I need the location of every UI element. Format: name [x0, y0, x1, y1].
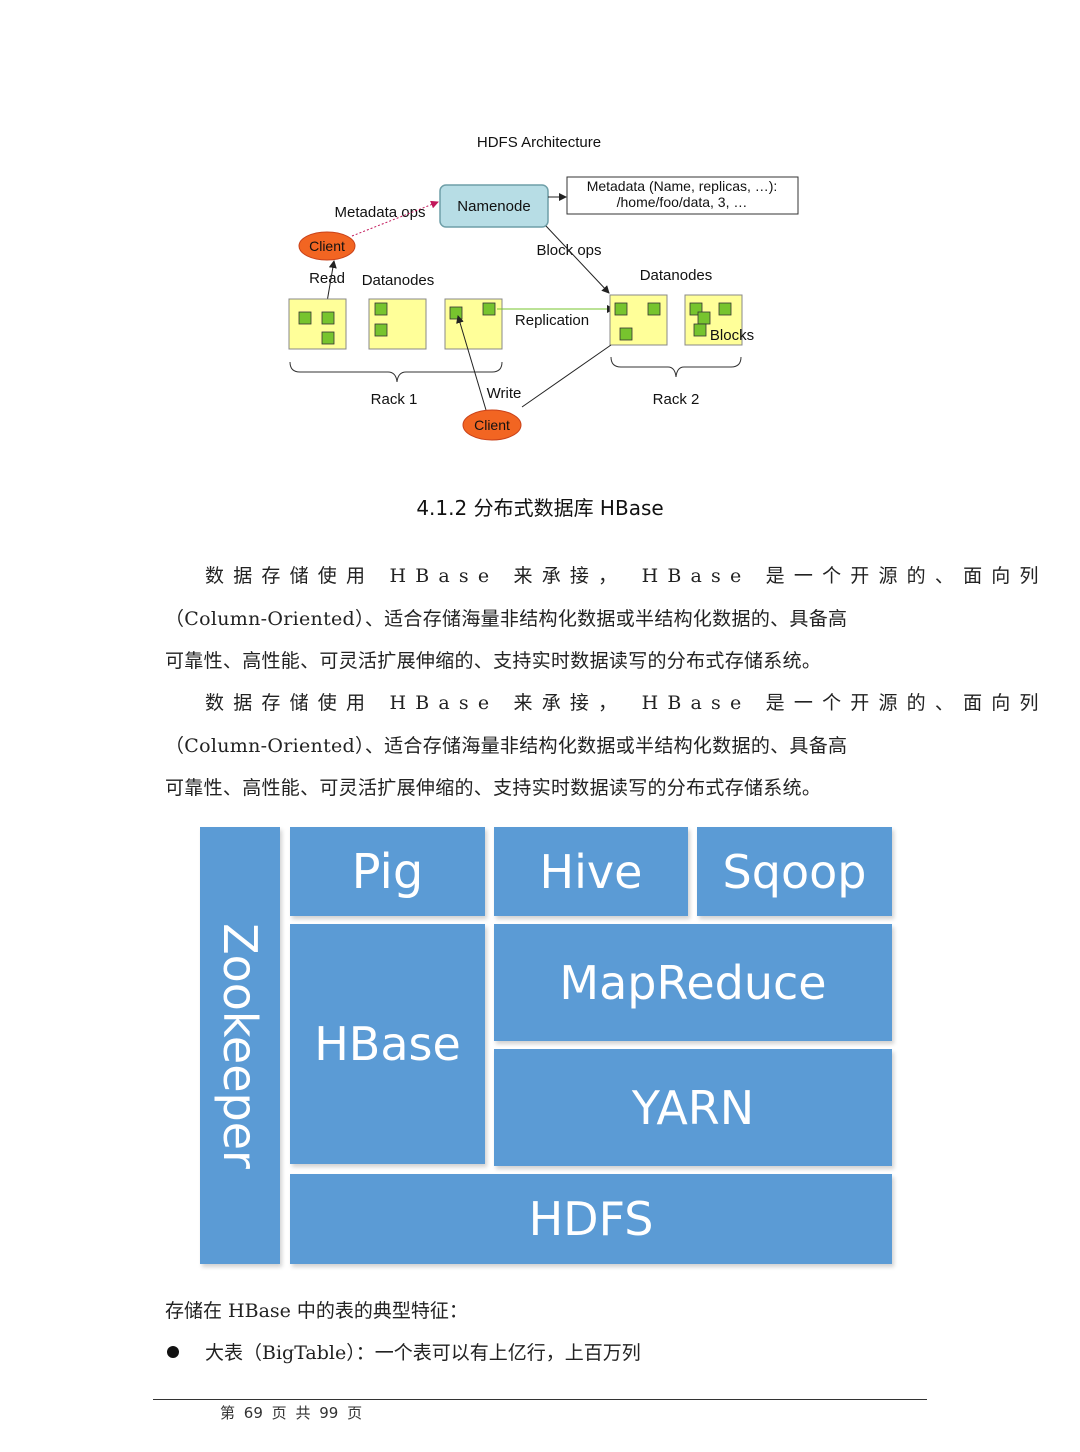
rack1-datanode-1 — [288, 298, 347, 350]
paragraph-line: （Column-Oriented）、适合存储海量非结构化数据或半结构化数据的、具… — [165, 734, 848, 757]
hbase-label: HBase — [314, 1017, 461, 1071]
read-arrow — [326, 260, 337, 303]
blocks-label: Blocks — [710, 327, 754, 344]
yarn-block: YARN — [494, 1049, 892, 1166]
page-prefix: 第 — [220, 1404, 236, 1422]
metadata-box — [566, 176, 799, 215]
rack1-datanode-3 — [444, 298, 503, 350]
pig-label: Pig — [351, 843, 424, 900]
hdfs-block: HDFS — [290, 1174, 892, 1264]
bullet-icon — [167, 1345, 179, 1358]
block — [374, 302, 388, 316]
bullet-item: 大表（BigTable）：一个表可以有上亿行，上百万列 — [165, 1338, 641, 1365]
read-label: Read — [309, 270, 345, 287]
sqoop-label: Sqoop — [722, 844, 867, 899]
rack2-label: Rack 2 — [653, 391, 700, 408]
zookeeper-label: Zookeeper — [213, 922, 267, 1169]
block — [718, 302, 732, 316]
block — [482, 302, 496, 316]
block — [298, 311, 312, 325]
sqoop-block: Sqoop — [697, 827, 892, 916]
paragraph-line: 数据存储使用 HBase 来承接， HBase 是一个开源的、面向列 — [205, 565, 1048, 587]
paragraph-line: （Column-Oriented）、适合存储海量非结构化数据或半结构化数据的、具… — [165, 607, 848, 630]
page-suffix: 页 — [347, 1404, 363, 1422]
page-footer: 第 69 页 共 99 页 — [220, 1402, 362, 1423]
rack2-datanode-2 — [684, 294, 743, 346]
rack2-brace — [610, 356, 742, 378]
write-label: Write — [487, 385, 522, 402]
rack1-datanode-2 — [368, 298, 427, 350]
block — [449, 306, 463, 320]
rack1-brace — [289, 361, 503, 383]
hdfs-label: HDFS — [528, 1192, 654, 1246]
mapreduce-block: MapReduce — [494, 924, 892, 1041]
datanodes-left-label: Datanodes — [362, 272, 435, 289]
block — [619, 327, 633, 341]
mapreduce-label: MapReduce — [559, 955, 827, 1010]
footer-divider — [153, 1399, 927, 1400]
write-arrow-rack2 — [521, 344, 612, 408]
diagram-title: HDFS Architecture — [477, 134, 601, 151]
paragraph-line: 数据存储使用 HBase 来承接， HBase 是一个开源的、面向列 — [205, 692, 1048, 714]
block — [614, 302, 628, 316]
hdfs-architecture-diagram: HDFS Architecture Namenode Metadata (Nam… — [288, 134, 799, 441]
page-mid1: 页 — [271, 1404, 287, 1422]
block — [647, 302, 661, 316]
client-top-ellipse — [298, 231, 356, 261]
section-title: 4.1.2 分布式数据库 HBase — [416, 496, 664, 520]
zookeeper-block: Zookeeper — [200, 827, 280, 1264]
page-total: 99 — [319, 1404, 339, 1422]
paragraph-1: 数据存储使用 HBase 来承接， HBase 是一个开源的、面向列 （Colu… — [165, 555, 1048, 683]
block-ops-arrow — [545, 225, 610, 294]
hive-label: Hive — [539, 844, 643, 899]
features-intro: 存储在 HBase 中的表的典型特征： — [165, 1300, 468, 1322]
rack2-datanode-1 — [609, 294, 668, 346]
block — [321, 331, 335, 345]
yarn-label: YARN — [631, 1080, 755, 1135]
hbase-block: HBase — [290, 924, 485, 1164]
client-top-label: Client — [309, 238, 345, 254]
block — [697, 311, 711, 325]
datanodes-right-label: Datanodes — [640, 267, 713, 284]
page-mid2: 共 — [295, 1404, 311, 1422]
block — [321, 311, 335, 325]
namenode-box — [439, 184, 549, 228]
namenode-label: Namenode — [457, 198, 530, 215]
write-arrow-rack1 — [456, 315, 487, 411]
client-bottom-label: Client — [474, 417, 510, 433]
metadata-line2: /home/foo/data, 3, … — [617, 194, 748, 210]
block — [693, 323, 707, 337]
replication-label: Replication — [515, 312, 589, 329]
bullet-text: 大表（BigTable）：一个表可以有上亿行，上百万列 — [205, 1342, 641, 1364]
paragraph-line: 可靠性、高性能、可灵活扩展伸缩的、支持实时数据读写的分布式存储系统。 — [165, 777, 822, 799]
client-bottom-ellipse — [462, 409, 522, 441]
paragraph-2: 数据存储使用 HBase 来承接， HBase 是一个开源的、面向列 （Colu… — [165, 682, 1048, 810]
page-current: 69 — [243, 1404, 263, 1422]
rack1-label: Rack 1 — [371, 391, 418, 408]
paragraph-line: 可靠性、高性能、可灵活扩展伸缩的、支持实时数据读写的分布式存储系统。 — [165, 650, 822, 672]
metadata-ops-label: Metadata ops — [335, 204, 426, 221]
metadata-ops-arrow — [351, 200, 439, 237]
hive-block: Hive — [494, 827, 688, 916]
block — [374, 323, 388, 337]
metadata-line1: Metadata (Name, replicas, …): — [587, 178, 778, 194]
pig-block: Pig — [290, 827, 485, 916]
